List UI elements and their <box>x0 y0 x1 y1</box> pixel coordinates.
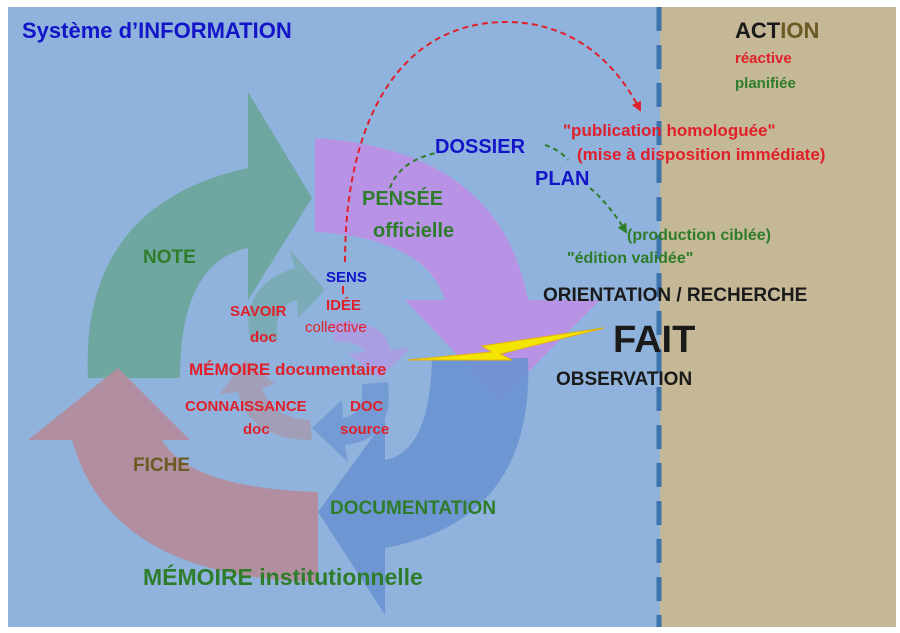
fiche-arrow <box>28 368 318 582</box>
pensee-arrow <box>315 138 600 400</box>
plan-to-production-arrow <box>589 187 628 234</box>
orientation-recherche-label: ORIENTATION / RECHERCHE <box>543 285 807 306</box>
sens-to-publication-arrow <box>344 20 641 263</box>
note-label: NOTE <box>143 247 196 268</box>
sens-label: SENS <box>326 269 367 286</box>
doc-label: DOC <box>350 398 384 415</box>
edition-validee-label: "édition validée" <box>567 250 693 267</box>
systeme-information-title: Système d’INFORMATION <box>22 18 292 43</box>
lightning-bolt <box>407 327 605 361</box>
connaissance-doc-label: doc <box>243 421 270 438</box>
action-title-suffix: ION <box>780 18 819 43</box>
dossier-to-plan-arrow <box>544 144 569 161</box>
production-ciblee-label: (production ciblée) <box>627 227 771 244</box>
publication-label: "publication homologuée" <box>563 121 776 140</box>
savoir-label: SAVOIR <box>230 303 287 320</box>
inner-arrow-top <box>248 250 325 340</box>
pensee-to-dossier-arrow <box>389 151 441 189</box>
action-title-prefix: ACT <box>735 18 781 43</box>
inner-arrow-right <box>330 321 410 378</box>
reactive-label: réactive <box>735 50 792 67</box>
planifiee-label: planifiée <box>735 75 796 92</box>
connaissance-label: CONNAISSANCE <box>185 398 307 415</box>
documentation-arrow <box>318 358 529 615</box>
pensee-label: PENSÉE <box>362 187 443 210</box>
action-title: ACTION <box>735 18 819 43</box>
dossier-label: DOSSIER <box>435 136 526 158</box>
inner-arrow-left <box>220 360 312 440</box>
collective-label: collective <box>305 319 367 336</box>
idee-label: IDÉE <box>326 297 361 314</box>
action-panel <box>660 7 896 627</box>
memoire-documentaire-label: MÉMOIRE documentaire <box>189 360 386 379</box>
plan-label: PLAN <box>535 168 589 190</box>
documentation-label: DOCUMENTATION <box>330 498 496 519</box>
fait-label: FAIT <box>613 319 695 361</box>
mise-a-disposition-label: (mise à disposition immédiate) <box>577 145 825 164</box>
savoir-doc-label: doc <box>250 329 277 346</box>
memoire-institutionnelle-label: MÉMOIRE institutionnelle <box>143 563 423 590</box>
officielle-label: officielle <box>373 220 454 242</box>
doc-source-label: source <box>340 421 389 438</box>
note-arrow <box>87 92 313 378</box>
fiche-label: FICHE <box>133 455 190 476</box>
inner-arrow-bottom <box>312 382 389 462</box>
observation-label: OBSERVATION <box>556 369 692 390</box>
